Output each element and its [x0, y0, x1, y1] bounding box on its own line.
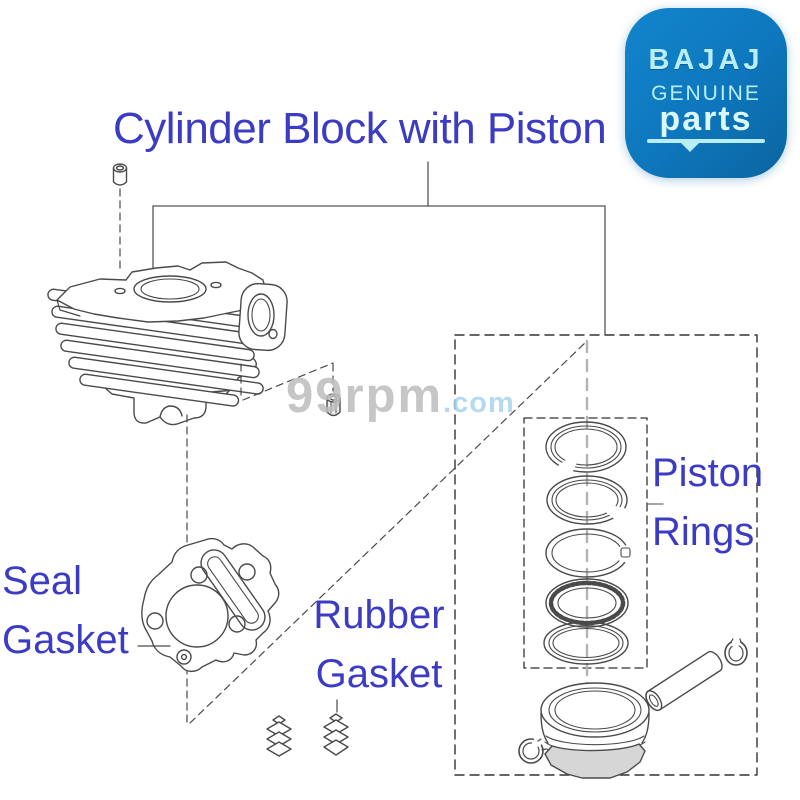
piston-skirt — [544, 743, 646, 779]
logo-chevron-icon — [681, 143, 699, 152]
bajaj-genuine-parts-logo: BAJAJ GENUINE parts — [625, 8, 787, 178]
label-seal-gasket-line1: Seal — [2, 559, 83, 603]
cylinder-block-drawing — [47, 261, 288, 426]
seal-gasket-drawing — [141, 537, 280, 673]
circlip-drawing — [518, 738, 547, 764]
oil-ring — [545, 578, 629, 628]
logo-brand-text: BAJAJ — [648, 44, 764, 76]
gasket-slot — [200, 549, 266, 631]
rubber-grommet-drawing — [266, 713, 349, 757]
alignment-dashed-lines — [186, 340, 588, 724]
compression-ring-2 — [546, 475, 628, 525]
label-rubber-gasket: Rubber Gasket — [308, 586, 450, 704]
circlip-drawing — [724, 638, 748, 666]
logo-parts-text: parts — [659, 100, 753, 138]
piston-rings-drawing — [543, 421, 631, 665]
label-piston-rings-line1: Piston — [652, 451, 764, 495]
logo-genuine-text: GENUINE — [651, 82, 761, 105]
dowel-pin-icon — [326, 393, 341, 417]
piston-drawing — [540, 682, 650, 779]
label-rubber-gasket-line2: Gasket — [315, 652, 443, 696]
cylinder-top-plate — [56, 261, 267, 323]
piston-rings-dashed-box — [523, 417, 648, 669]
dowel-pin-icon — [112, 163, 128, 186]
label-rubber-gasket-line1: Rubber — [313, 593, 445, 637]
label-piston-rings-line2: Rings — [652, 510, 755, 554]
label-seal-gasket: Seal Gasket — [2, 552, 129, 670]
label-piston-rings: Piston Rings — [652, 444, 763, 562]
label-seal-gasket-line2: Gasket — [2, 618, 129, 662]
oil-ring-rail — [543, 621, 629, 665]
watermark-name: 99rpm — [286, 369, 444, 423]
title-pointer-bracket — [152, 161, 606, 335]
watermark-tld: .com — [443, 387, 515, 419]
piston-pin-drawing — [645, 650, 723, 712]
page-title: Cylinder Block with Piston — [113, 104, 607, 153]
compression-ring-3 — [545, 528, 631, 578]
logo-underline — [647, 139, 765, 152]
port-flange — [238, 282, 288, 352]
compression-ring-1 — [545, 421, 627, 473]
watermark: 99rpm.com — [286, 368, 515, 424]
